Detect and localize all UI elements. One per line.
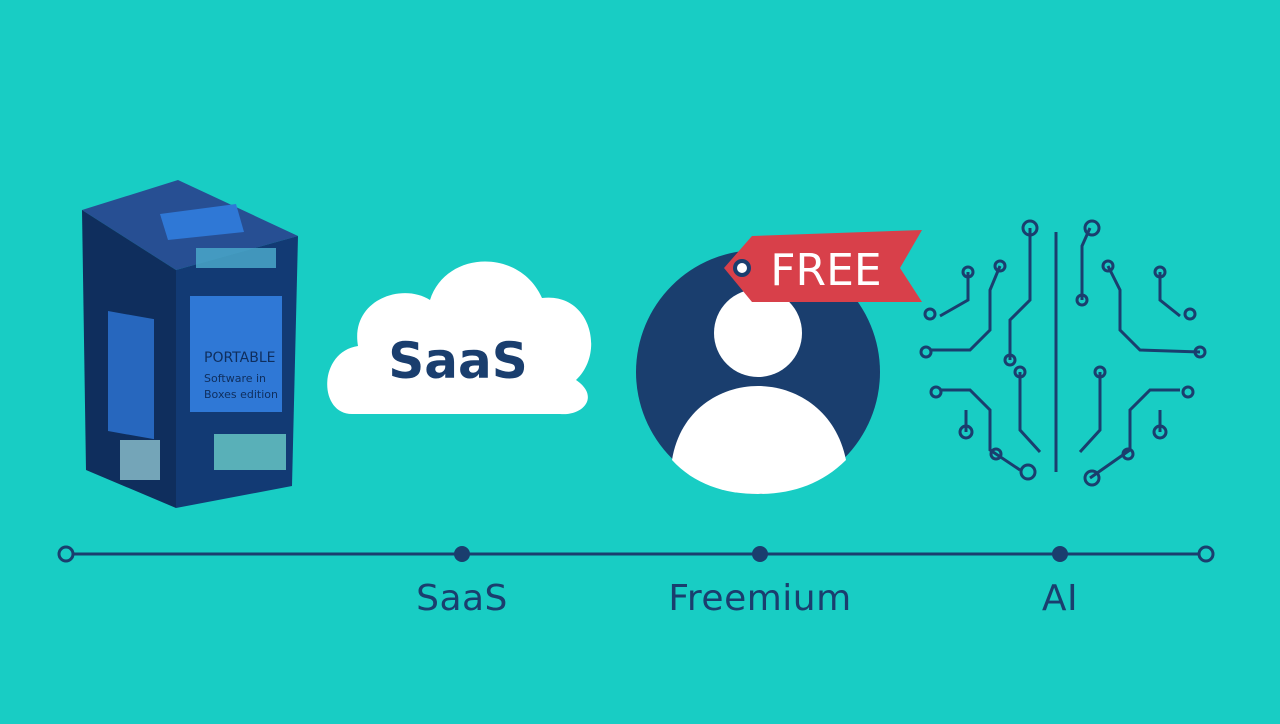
cloud-label: SaaS <box>388 332 528 390</box>
timeline-milestone-dot <box>1052 546 1068 562</box>
timeline-milestone-dot <box>752 546 768 562</box>
free-tag-icon: FREE <box>724 230 922 302</box>
timeline-endpoint <box>1197 545 1215 563</box>
circuit-brain-icon <box>919 219 1207 487</box>
box-subtitle: Software in <box>204 372 266 385</box>
user-avatar-icon <box>636 250 880 494</box>
free-tag-label: FREE <box>770 245 881 296</box>
software-box-icon: PORTABLE Software in Boxes edition <box>82 180 298 508</box>
milestone-label-freemium: Freemium <box>668 578 852 619</box>
cloud-icon: SaaS <box>327 261 592 415</box>
milestone-label-ai: AI <box>1041 578 1079 619</box>
box-edition: Boxes edition <box>204 388 278 401</box>
milestone-label-saas: SaaS <box>416 578 508 619</box>
timeline-milestone-dot <box>454 546 470 562</box>
timeline-endpoint <box>57 545 75 563</box>
box-title: PORTABLE <box>204 350 275 366</box>
